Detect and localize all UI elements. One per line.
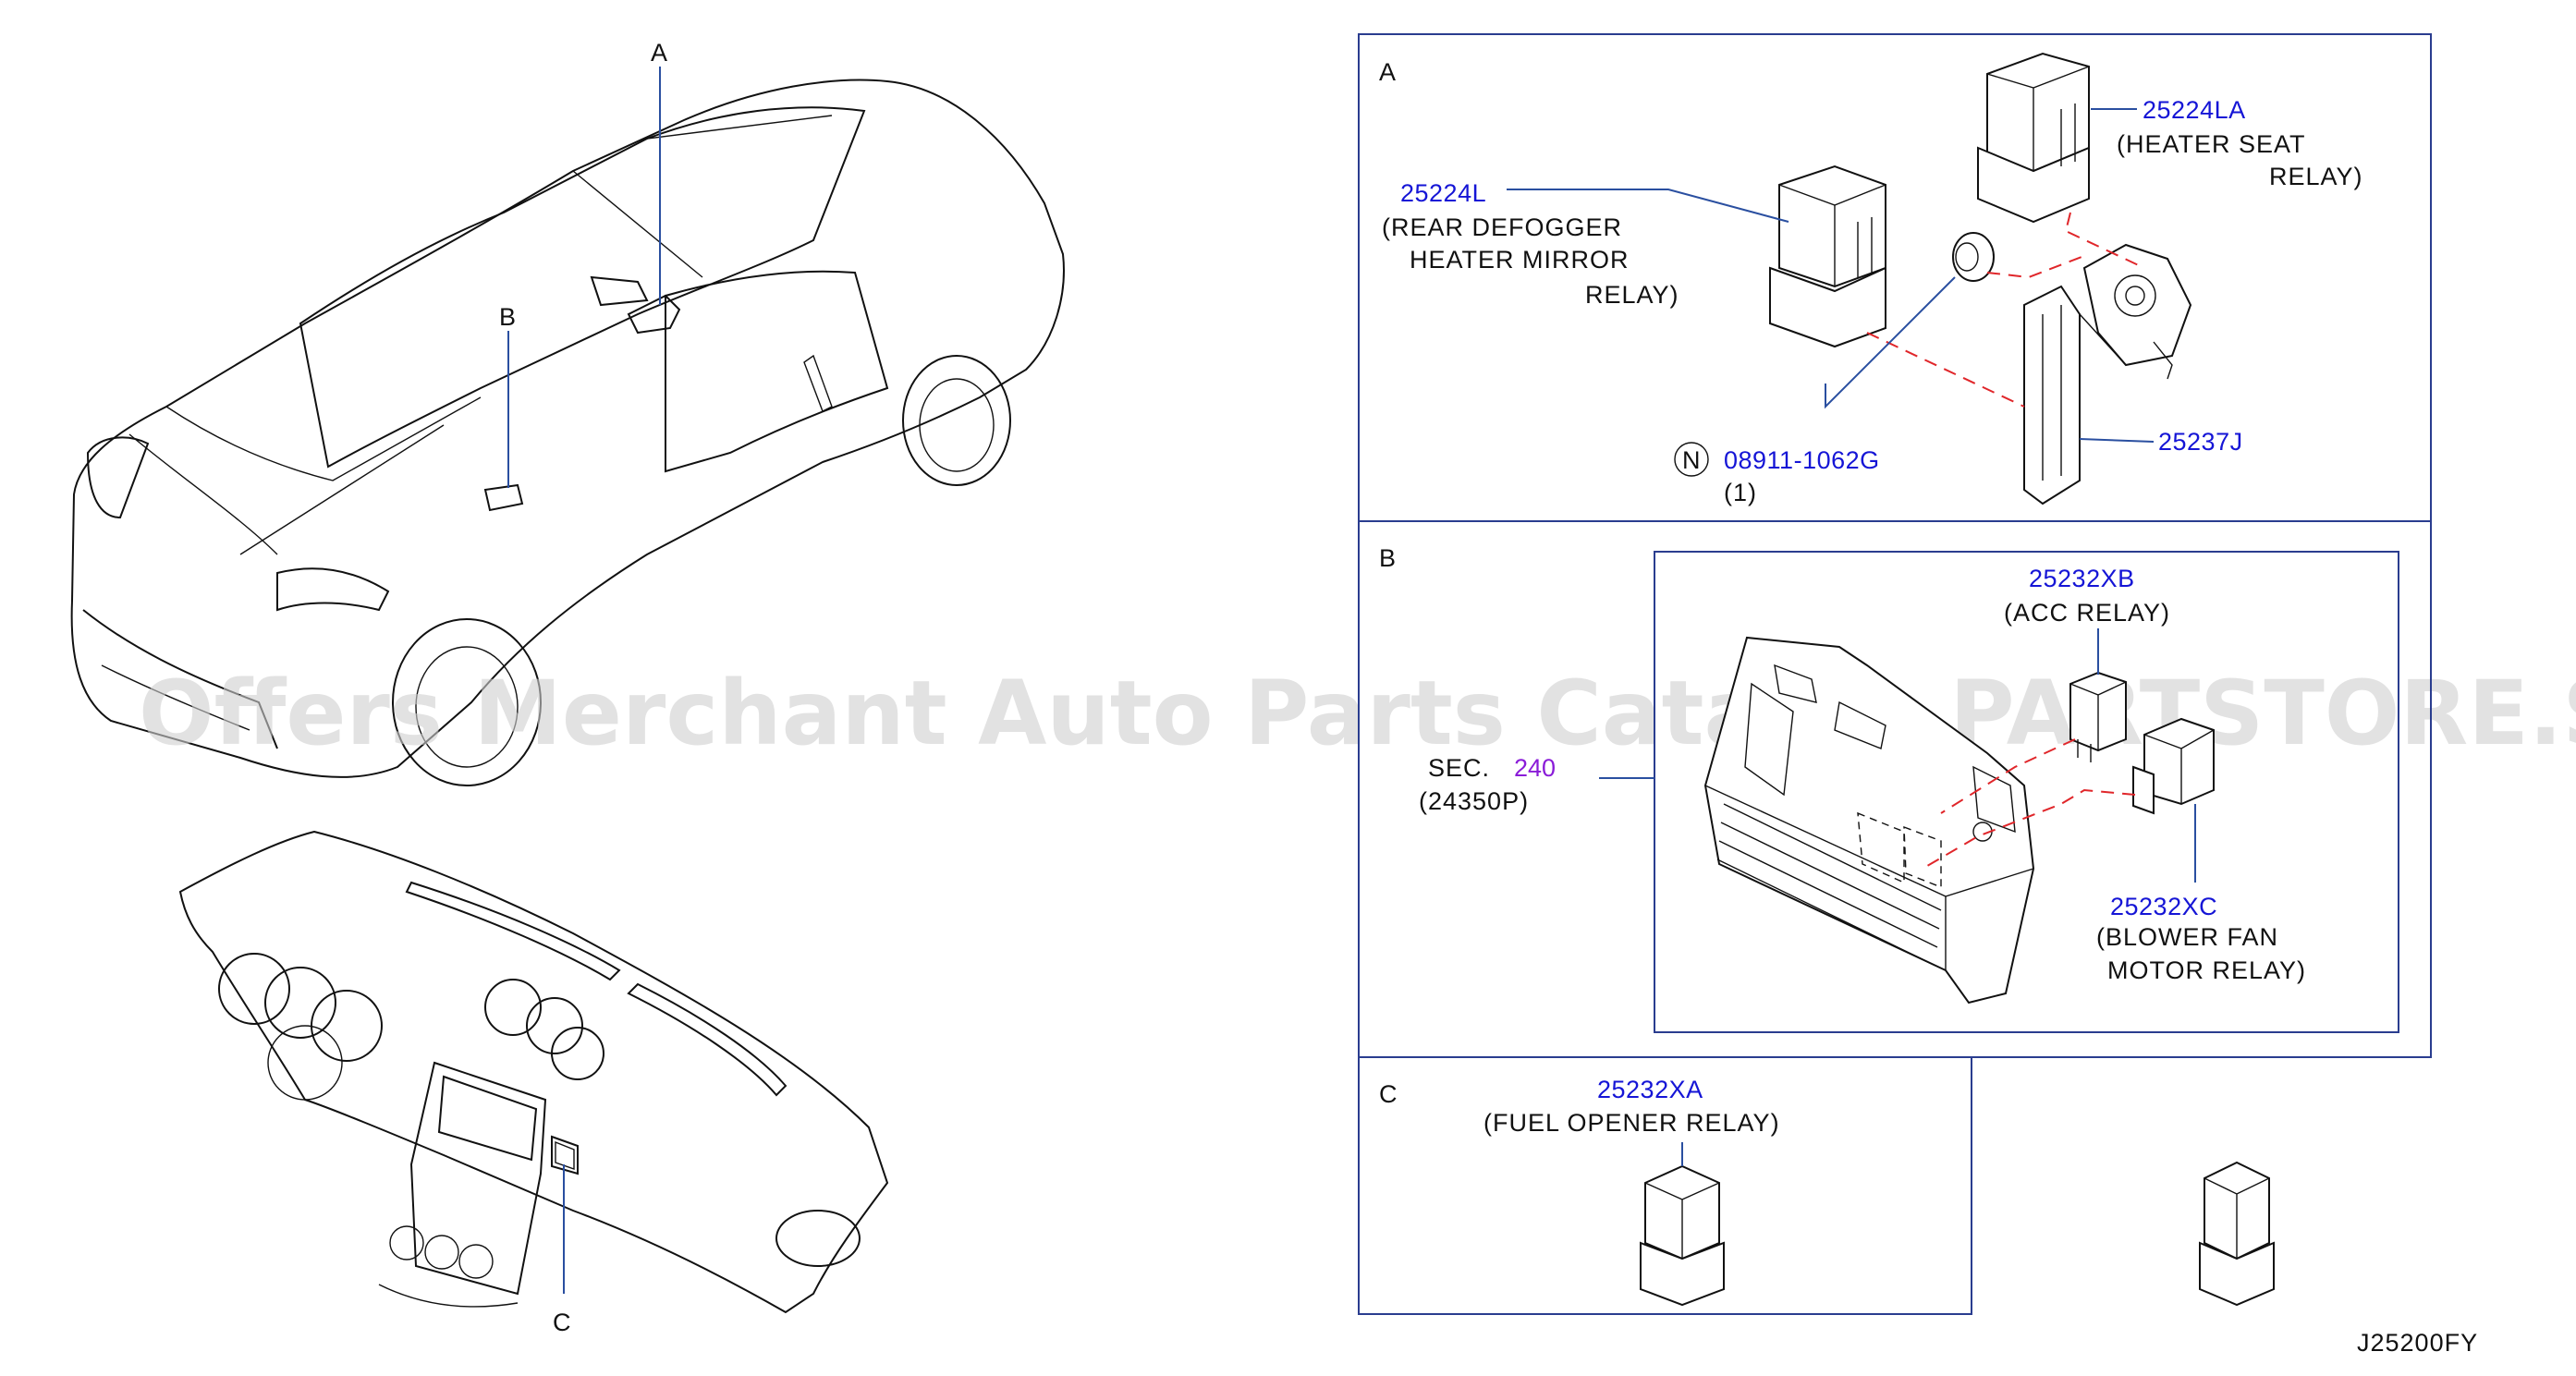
heater-seat-relay-drawing	[1977, 52, 2090, 224]
nut-qty: (1)	[1724, 479, 1757, 506]
blower-fan-relay-desc-1: (BLOWER FAN	[2096, 923, 2278, 951]
rear-defogger-relay-drawing	[1769, 164, 1886, 348]
fuse-box-inner-frame	[1654, 551, 2399, 1033]
acc-relay-desc: (ACC RELAY)	[2004, 599, 2170, 627]
fuel-opener-relay-location	[551, 1135, 579, 1175]
dashboard-callout: C	[553, 1164, 572, 1336]
rear-defogger-relay-desc-2: HEATER MIRROR	[1410, 246, 1630, 274]
rear-defogger-relay-desc-3: RELAY)	[1585, 281, 1679, 309]
car-callouts: A B	[499, 39, 668, 488]
acc-relay-number: 25232XB	[2029, 565, 2135, 592]
panel-c-frame	[1358, 1056, 1972, 1315]
heater-seat-relay-desc-1: (HEATER SEAT	[2117, 130, 2306, 158]
panel-b-letter: B	[1379, 544, 1397, 572]
heater-seat-relay-number: 25224LA	[2143, 96, 2246, 124]
rear-defogger-relay-desc-1: (REAR DEFOGGER	[1382, 213, 1622, 241]
callout-a: A	[651, 39, 668, 67]
fuel-opener-relay-number: 25232XA	[1597, 1076, 1703, 1103]
nut-number: 08911-1062G	[1724, 446, 1880, 474]
nut-drawing	[1952, 232, 1995, 282]
fuel-opener-relay-desc: (FUEL OPENER RELAY)	[1483, 1109, 1780, 1137]
junction-block-drawing	[1703, 636, 2035, 1005]
dashboard-illustration	[178, 830, 889, 1314]
sec-prefix: SEC.	[1428, 754, 1490, 782]
panel-c-letter: C	[1379, 1080, 1398, 1108]
blower-fan-relay-desc-2: MOTOR RELAY)	[2107, 956, 2306, 984]
blower-fan-relay-drawing	[2132, 717, 2215, 815]
sec-number: 240	[1514, 754, 1556, 782]
panel-c: C 25232XA (FUEL OPENER RELAY)	[1358, 1056, 1972, 1315]
panel-a: A	[1358, 33, 2432, 522]
nut-symbol-circle	[1674, 442, 1709, 477]
callout-b: B	[499, 303, 517, 331]
relay-bracket-drawing	[2023, 243, 2192, 505]
panel-a-letter: A	[1379, 58, 1397, 86]
blower-fan-relay-number: 25232XC	[2110, 893, 2217, 920]
spare-relay-drawing	[2199, 1161, 2275, 1307]
car-illustration	[70, 79, 1065, 786]
drawing-code: J25200FY	[2357, 1329, 2478, 1357]
heater-seat-relay-desc-2: RELAY)	[2269, 163, 2363, 190]
panel-a-frame	[1358, 33, 2432, 522]
fuel-opener-relay-drawing	[1640, 1164, 1725, 1307]
callout-c: C	[553, 1309, 572, 1336]
nut-symbol: N	[1682, 446, 1702, 474]
sec-part: (24350P)	[1419, 787, 1529, 815]
rear-defogger-relay-number: 25224L	[1400, 179, 1486, 207]
relay-bracket-number: 25237J	[2158, 428, 2243, 456]
panel-b: B	[1358, 520, 2432, 1058]
